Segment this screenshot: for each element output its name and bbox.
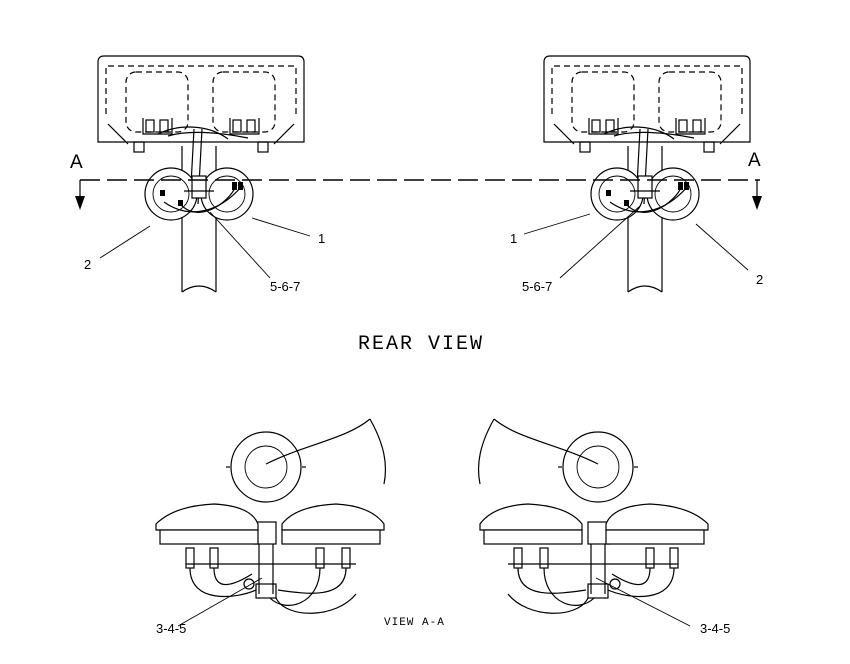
section-letter-left: A: [70, 152, 83, 173]
rear-view-title: REAR VIEW: [358, 333, 484, 356]
callout-left-1: 1: [318, 231, 325, 246]
view-aa-title: VIEW A-A: [384, 617, 445, 629]
callout-view-right-3-4-5: 3-4-5: [700, 621, 730, 636]
section-letter-right: A: [748, 150, 761, 171]
rear-view-right-assembly: [543, 55, 751, 293]
callout-left-2: 2: [84, 257, 91, 272]
callout-right-1: 1: [510, 231, 517, 246]
callout-view-left-3-4-5: 3-4-5: [156, 621, 186, 636]
callout-left-5-6-7: 5-6-7: [270, 279, 300, 294]
callout-right-5-6-7: 5-6-7: [522, 279, 552, 294]
rear-view-left-assembly: [97, 55, 305, 293]
callout-right-2: 2: [756, 272, 763, 287]
view-aa-left-assembly: [155, 418, 387, 614]
view-aa-right-assembly: [477, 418, 709, 614]
